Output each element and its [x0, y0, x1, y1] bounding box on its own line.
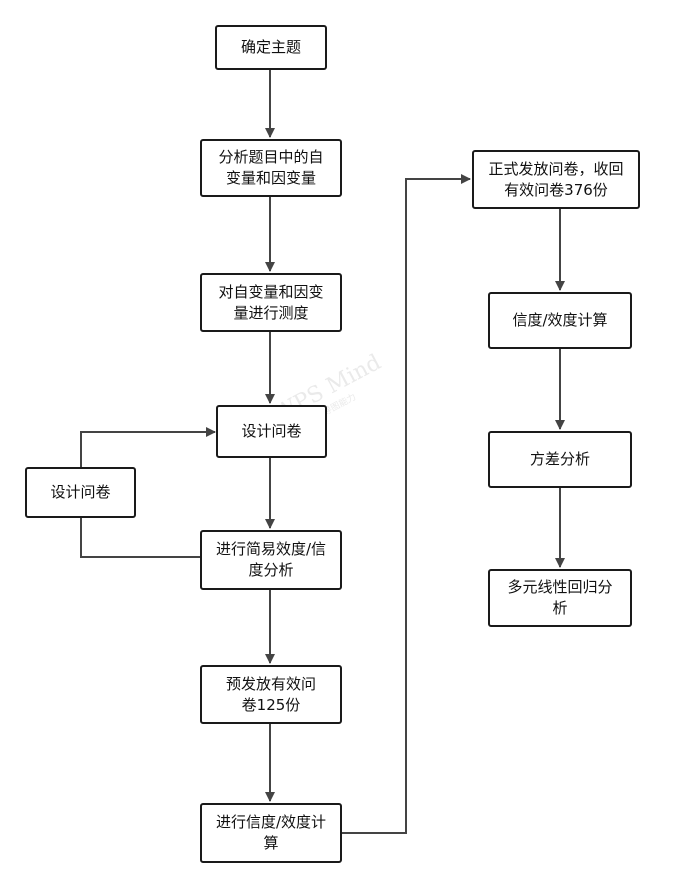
edge-n7-r1 [341, 174, 471, 834]
node-pre-distribute-text: 预发放有效问卷125份 [225, 674, 316, 714]
node-determine-topic: 确定主题 [215, 25, 327, 70]
node-determine-topic-text: 确定主题 [240, 38, 301, 56]
node-multiple-regression: 多元线性回归分析 [488, 569, 632, 627]
node-reliability-validity-calc: 进行信度/效度计算 [200, 803, 342, 863]
node-reliability-validity-calc-2: 信度/效度计算 [488, 292, 632, 349]
node-pre-distribute: 预发放有效问卷125份 [200, 665, 342, 724]
node-design-questionnaire: 设计问卷 [216, 405, 327, 458]
node-measure-variables: 对自变量和因变量进行测度 [200, 273, 342, 332]
node-simple-validity-analysis: 进行简易效度/信度分析 [200, 530, 342, 590]
node-anova: 方差分析 [488, 431, 632, 488]
node-measure-variables-text: 对自变量和因变量进行测度 [218, 282, 324, 322]
node-reliability-validity-calc-2-text: 信度/效度计算 [512, 311, 608, 329]
node-design-questionnaire-text: 设计问卷 [241, 422, 302, 440]
node-redesign-questionnaire: 设计问卷 [25, 467, 136, 518]
node-formal-distribution: 正式发放问卷，收回有效问卷376份 [472, 150, 640, 209]
node-analyze-variables-text: 分析题目中的自变量和因变量 [218, 148, 324, 187]
node-multiple-regression-text: 多元线性回归分析 [507, 578, 613, 617]
node-redesign-questionnaire-text: 设计问卷 [50, 483, 111, 501]
node-formal-distribution-text: 正式发放问卷，收回有效问卷376份 [488, 159, 624, 199]
node-analyze-variables: 分析题目中的自变量和因变量 [200, 139, 342, 197]
node-simple-validity-analysis-text: 进行简易效度/信度分析 [215, 540, 327, 579]
node-anova-text: 方差分析 [529, 450, 590, 468]
node-reliability-validity-calc-text: 进行信度/效度计算 [215, 813, 327, 852]
